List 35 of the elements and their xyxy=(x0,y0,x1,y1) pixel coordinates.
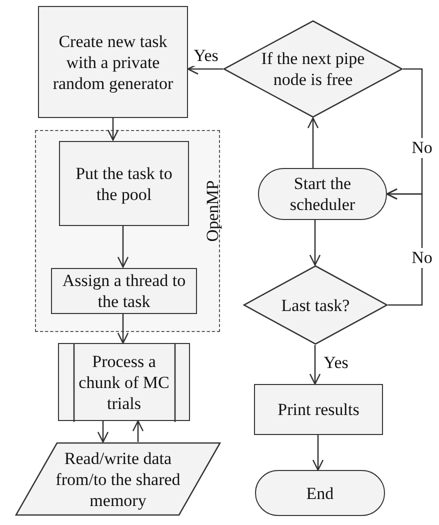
arrow xyxy=(107,118,119,141)
node-text: Put the task to the pool xyxy=(74,162,174,204)
node-text: Create new task with a private random generator xyxy=(52,30,174,94)
edge-label: No xyxy=(410,138,434,158)
arrow xyxy=(309,345,321,385)
dashed-group-frame xyxy=(35,130,220,332)
arrow xyxy=(309,220,321,266)
arrow xyxy=(97,421,109,443)
node-text: Assign a thread to the task xyxy=(61,270,187,312)
arrow xyxy=(187,63,223,75)
arrow xyxy=(307,117,319,168)
terminal-shape xyxy=(255,470,385,516)
process-box xyxy=(51,268,197,314)
node-text: Process a chunk of MC trials xyxy=(78,350,170,414)
terminal-shape xyxy=(258,168,387,220)
decision-diamond xyxy=(243,265,388,345)
arrow xyxy=(312,435,324,471)
edge-label: No xyxy=(410,248,434,268)
group-label: OpenMP xyxy=(203,180,222,242)
node-text: End xyxy=(306,482,334,504)
decision-diamond xyxy=(223,20,403,118)
node-text: Print results xyxy=(278,399,360,420)
process-box xyxy=(254,384,383,435)
node-text: Start the scheduler xyxy=(288,173,356,215)
arrow xyxy=(132,420,144,442)
node-text: If the next pipe node is free xyxy=(260,48,366,90)
process-box xyxy=(59,141,189,226)
node-text: Last task? xyxy=(281,294,350,316)
arrow xyxy=(117,313,129,344)
process-box xyxy=(38,6,188,118)
arrow xyxy=(117,225,129,268)
predefined-process-box xyxy=(58,343,190,421)
data-parallelogram xyxy=(15,442,221,516)
arrow xyxy=(386,188,423,306)
node-text: Read/write data from/to the shared memory xyxy=(54,448,182,510)
